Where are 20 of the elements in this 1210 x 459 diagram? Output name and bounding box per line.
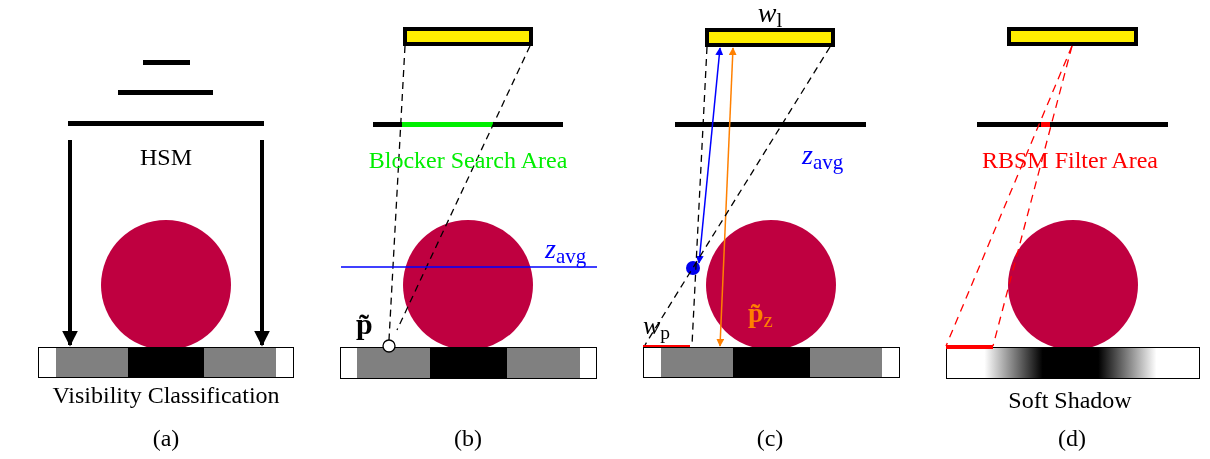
math-label: z$_{avg}$ (545, 232, 588, 270)
arrow (254, 140, 270, 347)
arrow (695, 47, 724, 264)
math-label: p̃ (356, 306, 374, 342)
area-label: Blocker Search Area (367, 146, 569, 175)
panel-caption: (d) (1057, 424, 1087, 453)
panel-caption: (a) (151, 424, 181, 453)
projection-line (644, 46, 831, 346)
arrow (716, 47, 737, 347)
math-label: p̃$_{z}$ (748, 296, 774, 334)
node-label: HSM (140, 143, 192, 172)
math-label: w$_{l}$ (757, 0, 783, 26)
node-label: Visibility Classification (52, 381, 280, 410)
caption: Soft Shadow (1007, 386, 1133, 415)
panel-caption: (b) (453, 424, 483, 453)
panel-caption: (c) (755, 424, 785, 453)
arrow (62, 140, 78, 347)
math-label: w$_{p}$ (643, 310, 672, 345)
math-label: z$_{avg}$ (802, 138, 845, 176)
ground-bar (643, 347, 900, 378)
